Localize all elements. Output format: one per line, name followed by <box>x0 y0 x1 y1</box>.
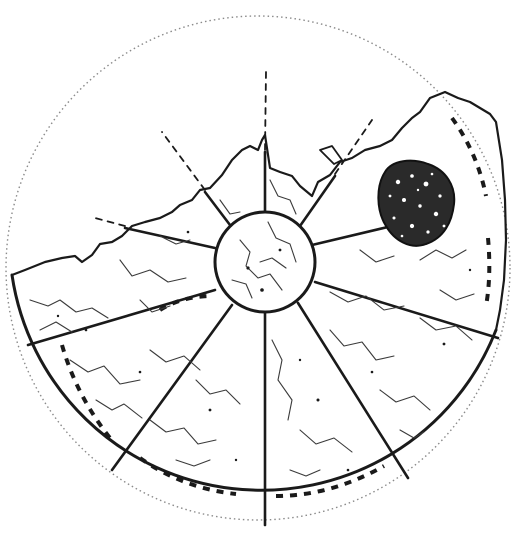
blob-mass <box>378 161 454 246</box>
dashed-radial-lines <box>95 72 372 226</box>
spoke-bottom-left <box>112 305 232 470</box>
dashed-arc-right <box>486 238 489 306</box>
solid-rim <box>12 275 496 490</box>
spoke-right-upper <box>312 226 392 245</box>
dashed-line-top-left <box>162 132 205 190</box>
arrow-marker <box>320 146 342 164</box>
dashed-line-top <box>265 72 266 150</box>
spoke-right <box>315 282 498 338</box>
dashed-line-left <box>95 218 125 226</box>
dotted-circle-outline <box>6 16 510 520</box>
dashed-line-top-right <box>335 120 372 174</box>
spoke-bottom-right <box>298 303 408 478</box>
dashed-arc-left <box>62 345 110 438</box>
spoke-left <box>125 228 215 248</box>
